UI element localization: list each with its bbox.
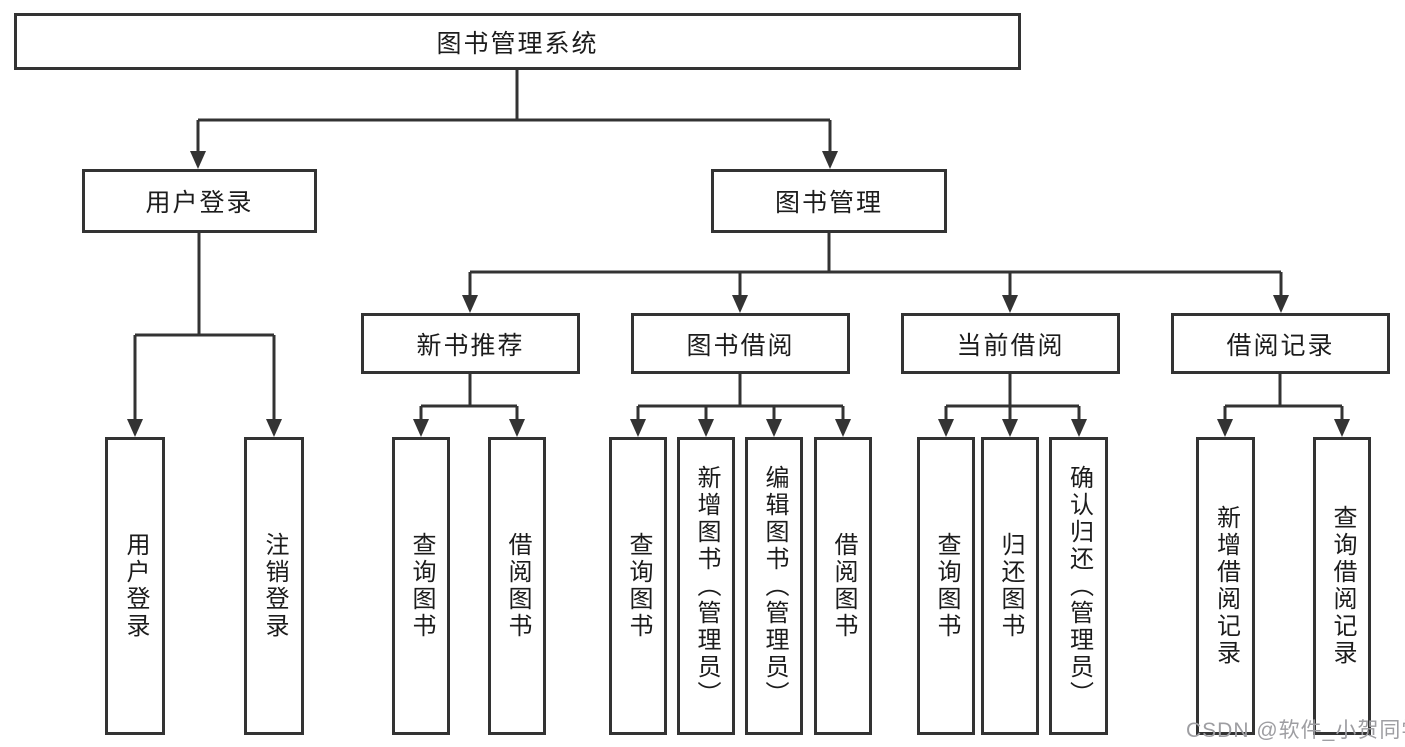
- leaf-return-book: 归还图书: [981, 437, 1039, 735]
- arrow-down-icon: [1273, 295, 1289, 313]
- node-current-borrow: 当前借阅: [901, 313, 1120, 374]
- arrow-down-icon: [822, 151, 838, 169]
- arrow-down-icon: [1217, 419, 1233, 437]
- arrow-down-icon: [938, 419, 954, 437]
- leaf-recommend-query-book: 查询图书: [392, 437, 450, 735]
- leaf-edit-book-admin: 编辑图书（管理员）: [745, 437, 803, 735]
- arrow-down-icon: [1002, 419, 1018, 437]
- leaf-user-login: 用户登录: [105, 437, 165, 735]
- node-book-borrow: 图书借阅: [631, 313, 850, 374]
- csdn-watermark: CSDN @软件_小贺同学: [1186, 719, 1405, 742]
- node-label: 归还图书: [997, 532, 1024, 640]
- node-user-login: 用户登录: [82, 169, 317, 233]
- leaf-query-borrow-record: 查询借阅记录: [1313, 437, 1371, 735]
- leaf-logout: 注销登录: [244, 437, 304, 735]
- node-label: 新书推荐: [416, 331, 525, 360]
- node-label: 借阅图书: [504, 532, 531, 640]
- node-new-book-recommend: 新书推荐: [361, 313, 580, 374]
- arrow-down-icon: [698, 419, 714, 437]
- arrow-down-icon: [1071, 419, 1087, 437]
- node-label: 新增图书（管理员）: [693, 464, 720, 708]
- node-library-management-system: 图书管理系统: [14, 13, 1021, 70]
- leaf-add-borrow-record: 新增借阅记录: [1196, 437, 1255, 735]
- leaf-current-query-book: 查询图书: [917, 437, 975, 735]
- arrow-down-icon: [1002, 295, 1018, 313]
- arrow-down-icon: [190, 151, 206, 169]
- node-label: 用户登录: [145, 189, 254, 217]
- node-label: 查询图书: [933, 532, 960, 640]
- arrow-down-icon: [509, 419, 525, 437]
- arrow-down-icon: [630, 419, 646, 437]
- leaf-borrow-borrow-book: 借阅图书: [814, 437, 872, 735]
- node-label: 编辑图书（管理员）: [761, 464, 788, 708]
- node-label: 查询图书: [408, 532, 435, 640]
- arrow-down-icon: [462, 295, 478, 313]
- node-label: 图书借阅: [686, 331, 795, 360]
- arrow-down-icon: [266, 419, 282, 437]
- node-label: 用户登录: [122, 532, 149, 640]
- arrow-down-icon: [1334, 419, 1350, 437]
- arrow-down-icon: [127, 419, 143, 437]
- leaf-confirm-return-admin: 确认归还（管理员）: [1049, 437, 1108, 735]
- node-label: 查询借阅记录: [1329, 505, 1356, 667]
- node-label: 确认归还（管理员）: [1065, 464, 1093, 708]
- node-label: 注销登录: [261, 532, 288, 640]
- node-label: 查询图书: [625, 532, 652, 640]
- node-label: 图书管理: [774, 189, 883, 217]
- node-label: 借阅图书: [830, 532, 857, 640]
- leaf-borrow-query-book: 查询图书: [609, 437, 667, 735]
- arrow-down-icon: [766, 419, 782, 437]
- node-label: 新增借阅记录: [1212, 505, 1240, 667]
- node-label: 图书管理系统: [436, 29, 599, 58]
- node-borrow-records: 借阅记录: [1171, 313, 1390, 374]
- leaf-recommend-borrow-book: 借阅图书: [488, 437, 546, 735]
- arrow-down-icon: [835, 419, 851, 437]
- arrow-down-icon: [413, 419, 429, 437]
- node-label: 当前借阅: [956, 331, 1065, 360]
- leaf-add-book-admin: 新增图书（管理员）: [677, 437, 735, 735]
- node-book-management: 图书管理: [711, 169, 947, 233]
- arrow-down-icon: [732, 295, 748, 313]
- node-label: 借阅记录: [1226, 331, 1335, 360]
